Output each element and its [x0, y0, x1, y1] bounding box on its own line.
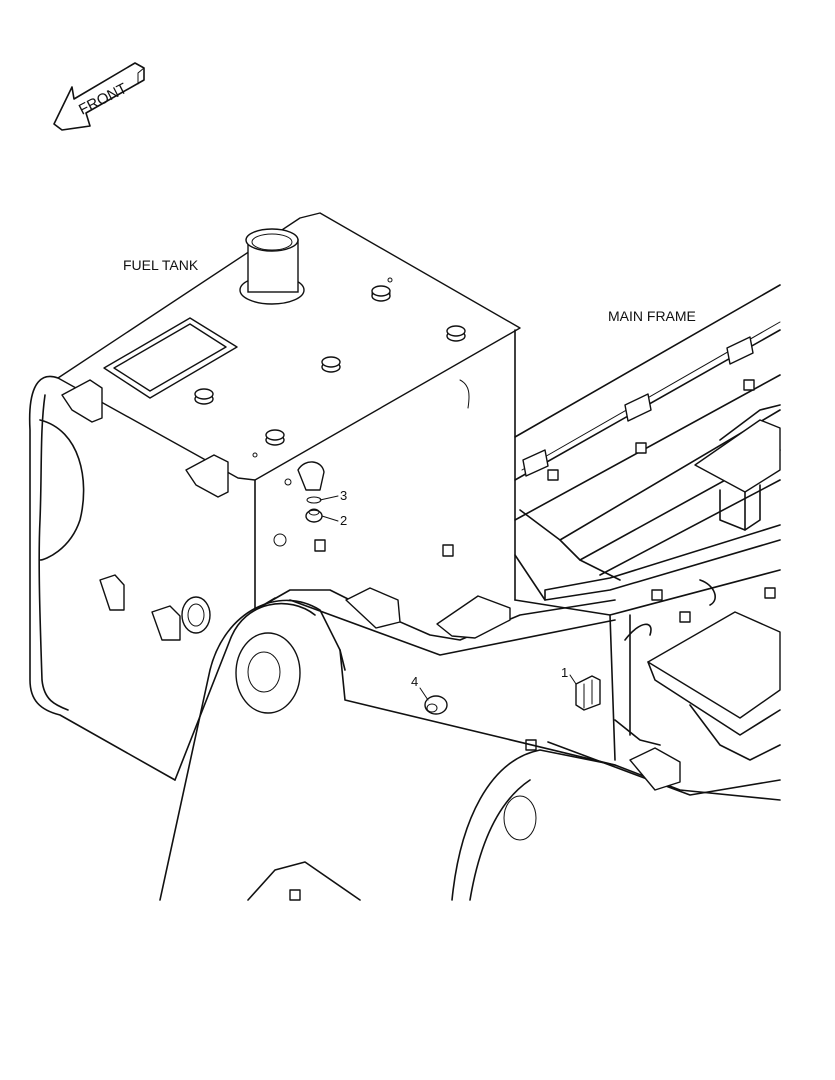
drain-fittings [297, 461, 339, 523]
fuel-tank [28, 212, 521, 781]
front-arrow: FRONT [53, 62, 145, 131]
callout-2: 2 [340, 513, 348, 528]
fuel-tank-label: FUEL TANK [123, 257, 199, 273]
tank-bosses [194, 277, 466, 458]
callout-3: 3 [340, 488, 348, 503]
main-frame-label: MAIN FRAME [608, 308, 696, 324]
callout-4: 4 [411, 674, 419, 689]
front-arrow-label: FRONT [76, 80, 130, 119]
lower-structure [159, 587, 781, 901]
main-frame [514, 284, 781, 761]
callout-1: 1 [561, 665, 569, 680]
